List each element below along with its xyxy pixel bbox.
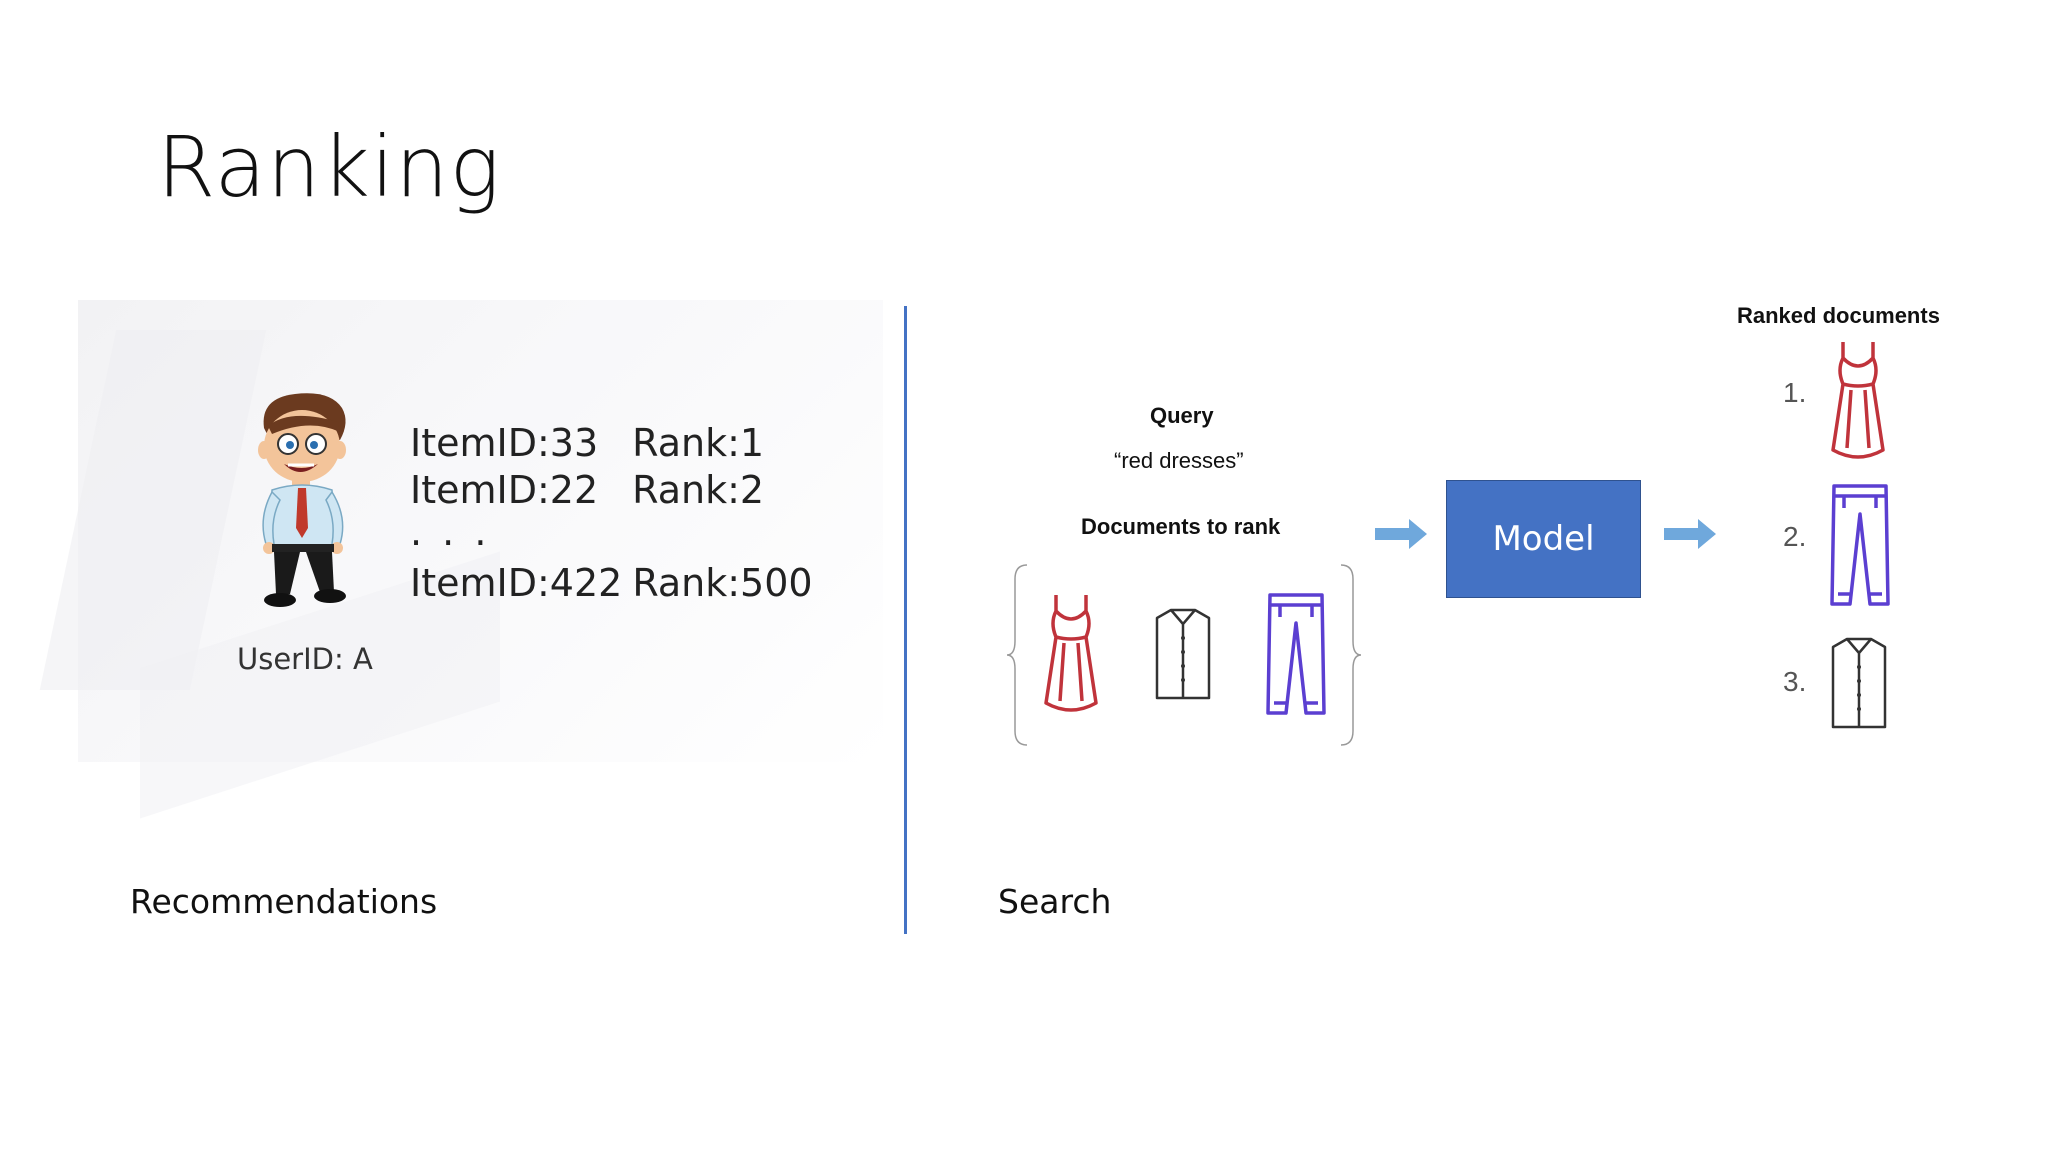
shirt-icon [1155,608,1211,700]
curly-brace-icon [1340,564,1362,746]
pants-icon [1266,593,1326,715]
ranked-documents-label: Ranked documents [1737,303,1940,328]
query-text: “red dresses” [1114,448,1244,473]
arrow-right-icon [1664,519,1716,549]
recommendations-caption: Recommendations [130,882,438,921]
search-caption: Search [998,882,1112,921]
pants-icon [1830,484,1890,606]
curly-brace-icon [1006,564,1028,746]
dress-icon [1044,595,1098,712]
cartoon-person-icon [258,393,346,607]
user-id-label: UserID: A [237,642,373,676]
rank-number: 1. [1783,377,1807,408]
ellipsis: . . . [410,510,491,554]
model-box: Model [1446,480,1641,598]
model-label: Model [1492,519,1595,559]
arrow-right-icon [1375,519,1427,549]
documents-to-rank-label: Documents to rank [1081,514,1281,539]
shirt-icon [1831,637,1887,729]
dress-icon [1831,342,1885,459]
slide-title: Ranking [157,118,501,216]
query-label: Query [1150,403,1214,428]
section-divider [904,306,907,934]
rank-number: 3. [1783,666,1807,697]
rank-number: 2. [1783,521,1807,552]
